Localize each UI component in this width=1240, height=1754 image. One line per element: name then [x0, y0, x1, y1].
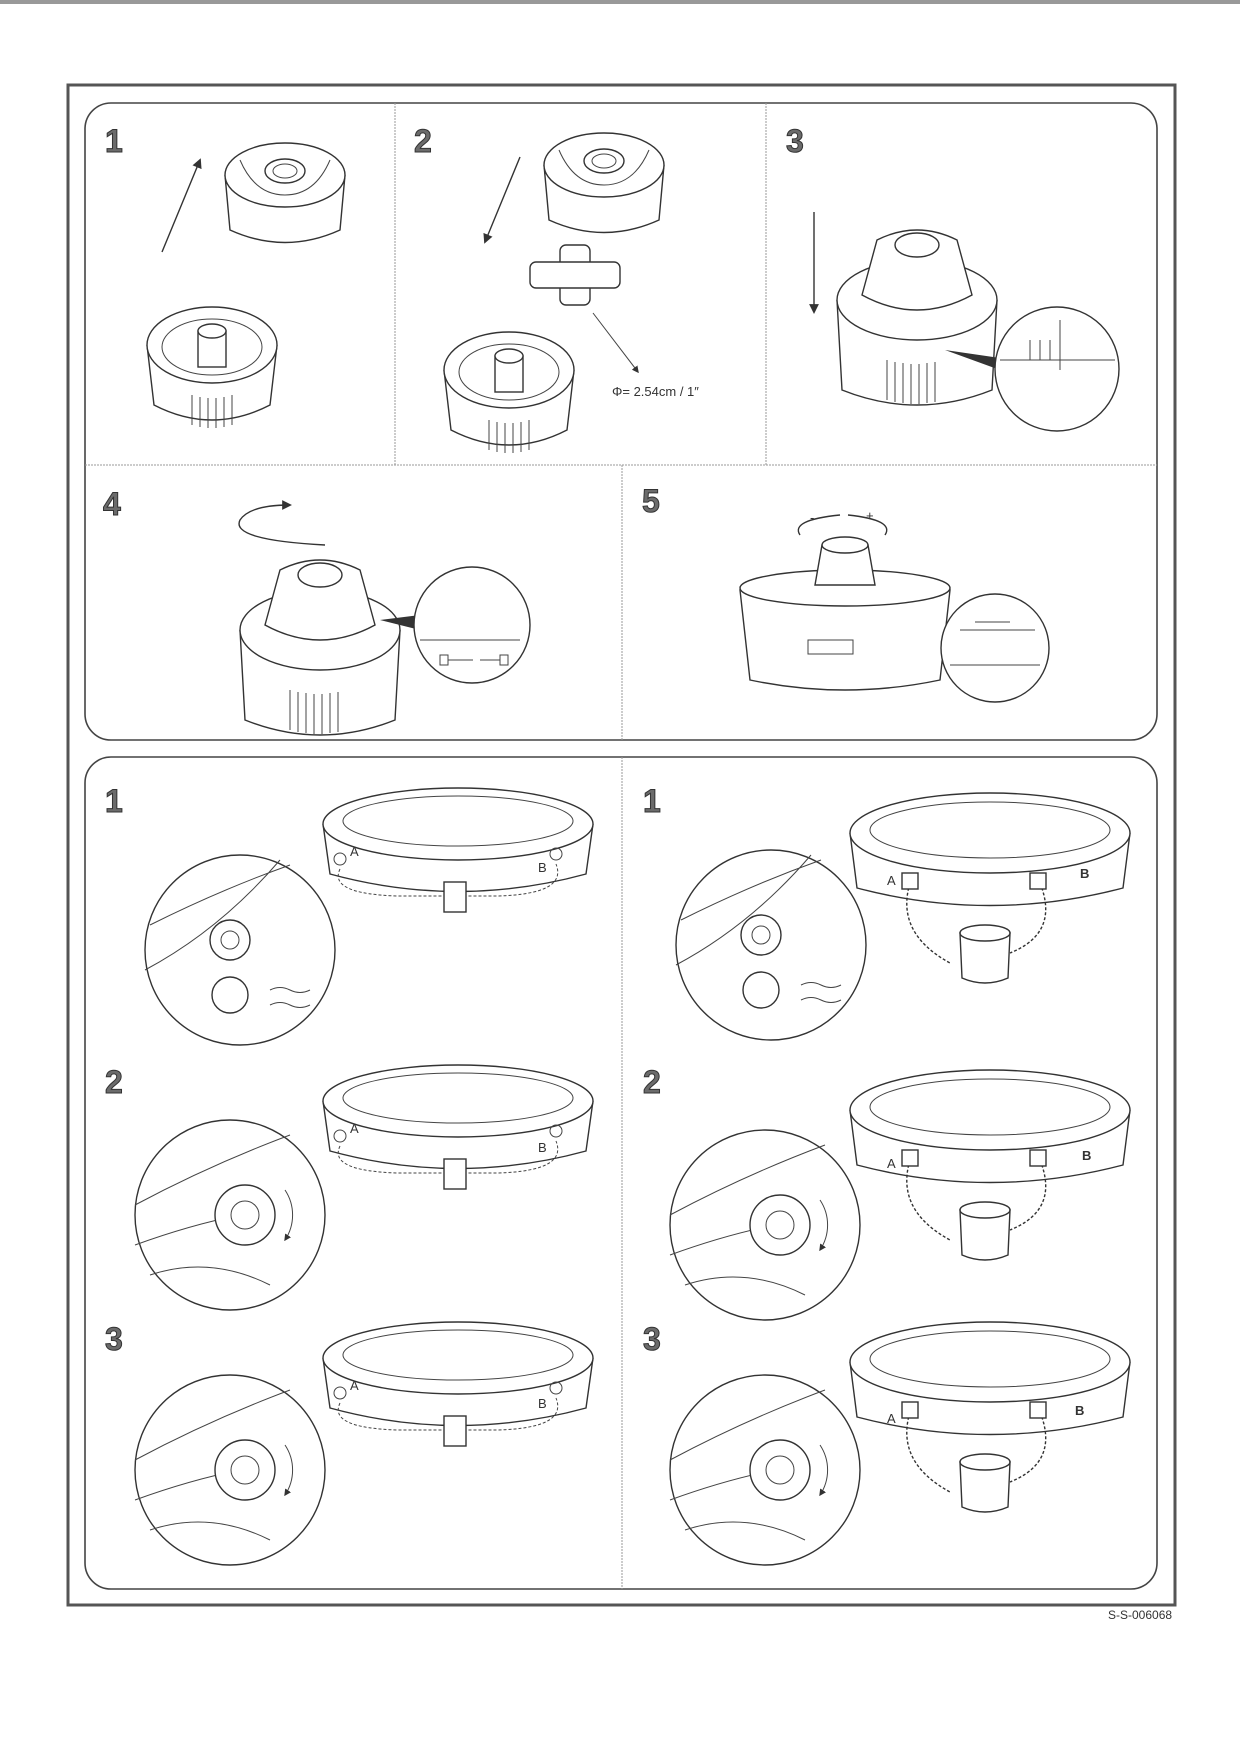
- dimension-label: Φ= 2.54cm / 1″: [612, 384, 699, 399]
- step-3-top: 3: [786, 123, 1120, 432]
- filter-base-illustration: [146, 306, 278, 429]
- label-b: B: [538, 1396, 547, 1411]
- step-number: 3: [105, 1321, 123, 1357]
- label-a: A: [350, 1378, 359, 1393]
- down-arrow-icon: [483, 156, 521, 244]
- label-b: B: [538, 1140, 547, 1155]
- top-panel: [84, 102, 1158, 741]
- label-b: B: [1080, 866, 1089, 881]
- label-b: B: [1075, 1403, 1084, 1418]
- label-a: A: [350, 844, 359, 859]
- assembled-filter-illustration: [836, 229, 998, 406]
- pointer-arrow-icon: [592, 312, 639, 374]
- unlock-icon: [499, 654, 509, 666]
- adjust-detail-inset: [940, 593, 1050, 703]
- label-b: B: [538, 860, 547, 875]
- step-5-top: 5 - +: [642, 483, 1050, 703]
- detail-inset: [994, 306, 1120, 432]
- lock-icon: [439, 654, 449, 666]
- page-frame: [66, 83, 1177, 1607]
- valve-detail-inset: [675, 849, 867, 1041]
- step-number: 2: [643, 1064, 661, 1100]
- minus-label: -: [810, 510, 814, 525]
- valve-detail-inset: [135, 1120, 325, 1310]
- valve-detail-inset: [144, 854, 336, 1046]
- label-a: A: [887, 1411, 896, 1426]
- step-number: 4: [103, 486, 121, 522]
- step-number: 2: [105, 1064, 123, 1100]
- step-number: 1: [643, 783, 661, 819]
- label-a: A: [350, 1121, 359, 1136]
- adjust-arrows-icon: [797, 514, 888, 536]
- valve-detail-inset: [670, 1130, 860, 1320]
- rotate-arrow-icon: [238, 500, 326, 546]
- label-a: A: [887, 1156, 896, 1171]
- filter-base-illustration: [443, 331, 575, 454]
- step-1-top: 1: [105, 123, 346, 429]
- lock-detail-inset: [413, 566, 531, 684]
- step-4-top: 4: [103, 486, 531, 736]
- document-code: S-S-006068: [1108, 1608, 1173, 1622]
- step-number: 1: [105, 783, 123, 819]
- filter-unit-side-illustration: [739, 536, 951, 691]
- label-b: B: [1082, 1148, 1091, 1163]
- left-step-3: 3 A B: [105, 1321, 594, 1565]
- pool-illustration: [322, 1321, 594, 1447]
- pool-with-pump-illustration: [849, 792, 1131, 984]
- cross-fitting-illustration: [529, 244, 621, 306]
- step-number: 1: [105, 123, 123, 159]
- filter-unit-illustration: [239, 559, 401, 736]
- valve-detail-inset: [135, 1375, 325, 1565]
- step-number: 3: [786, 123, 804, 159]
- step-number: 3: [643, 1321, 661, 1357]
- bottom-panel: [84, 756, 1158, 1590]
- pool-illustration: [322, 787, 594, 913]
- right-step-1: 1 A B: [643, 783, 1131, 1041]
- up-arrow-icon: [161, 158, 202, 253]
- left-step-1: 1 A B: [105, 783, 594, 1046]
- step-number: 5: [642, 483, 660, 519]
- label-a: A: [887, 873, 896, 888]
- filter-cap-illustration: [543, 132, 665, 234]
- right-step-2: 2 A B: [643, 1064, 1131, 1320]
- scan-edge: [0, 0, 1240, 4]
- valve-detail-inset: [670, 1375, 860, 1565]
- plus-label: +: [866, 508, 874, 523]
- right-step-3: 3 A B: [643, 1321, 1131, 1565]
- left-step-2: 2 A B: [105, 1064, 594, 1310]
- filter-cap-illustration: [224, 142, 346, 244]
- step-number: 2: [414, 123, 432, 159]
- pool-illustration: [322, 1064, 594, 1190]
- step-2-top: 2 Φ= 2.54cm / 1″: [414, 123, 699, 454]
